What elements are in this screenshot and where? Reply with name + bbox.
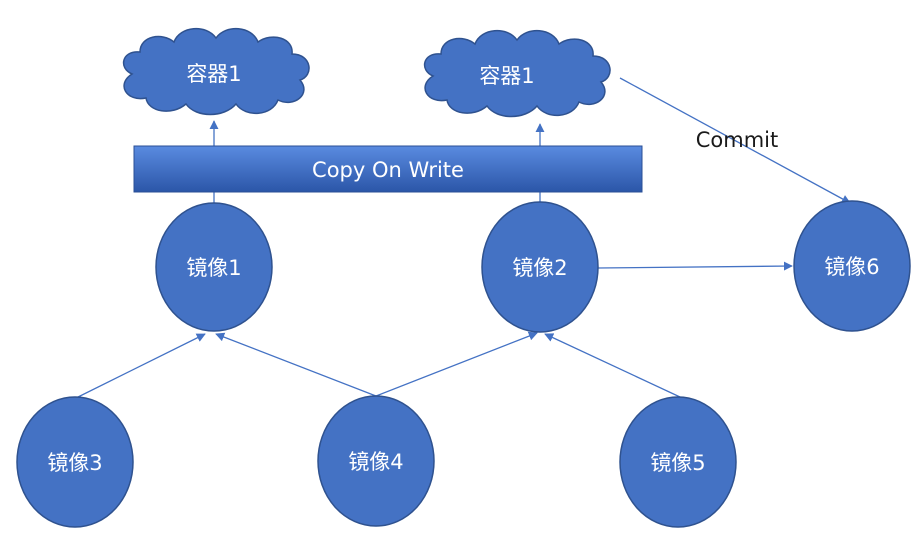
container-right-label: 容器1 [479,64,534,88]
edge-image5-to-image2 [544,333,681,398]
commit-label: Commit [696,128,779,152]
edge-image3-to-image1 [75,333,206,399]
image-6-circle [793,200,911,332]
image-4-circle [317,395,435,527]
copy-on-write-label: Copy On Write [312,158,464,182]
edge-image2-to-image6 [597,261,793,271]
image-5-label: 镜像5 [650,451,705,475]
container-right-node[interactable]: 容器1 [423,29,611,118]
image-2-circle [481,201,599,333]
image-5-node[interactable]: 镜像5 [619,396,737,528]
image-6-node[interactable]: 镜像6 [793,200,911,332]
edge-image4-to-image2 [375,331,538,397]
container-left-label: 容器1 [186,62,241,86]
image-3-label: 镜像3 [47,451,102,475]
image-2-label: 镜像2 [512,256,567,280]
copy-on-write-bar-rect [133,145,643,193]
copy-on-write-bar[interactable]: Copy On Write [133,145,643,193]
image-1-label: 镜像1 [186,256,241,280]
image-2-node[interactable]: 镜像2 [481,201,599,333]
image-1-node[interactable]: 镜像1 [155,202,273,332]
image-6-label: 镜像6 [824,255,879,279]
image-1-circle [155,202,273,332]
edges [75,77,851,399]
image-3-node[interactable]: 镜像3 [16,396,134,528]
image-4-label: 镜像4 [348,450,403,474]
edge-image4-to-image1 [215,332,377,397]
image-4-node[interactable]: 镜像4 [317,395,435,527]
edge-container-right-to-image6 [619,77,851,204]
image-5-circle [619,396,737,528]
image-3-circle [16,396,134,528]
container-left-node[interactable]: 容器1 [122,27,310,116]
